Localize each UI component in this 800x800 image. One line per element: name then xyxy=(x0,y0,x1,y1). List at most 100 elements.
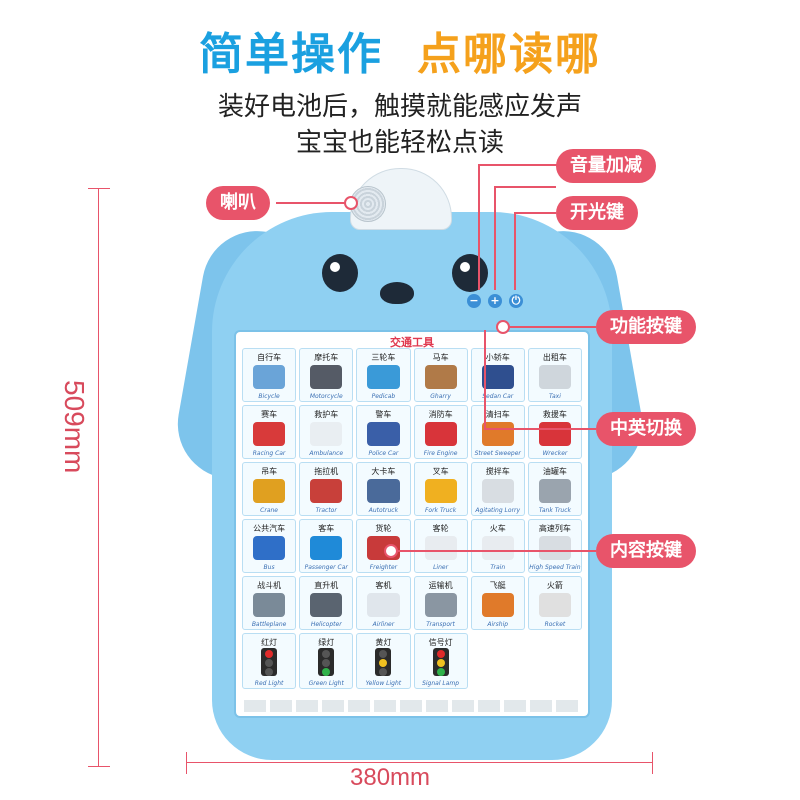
dot-function xyxy=(496,320,510,334)
vehicle-name-cn: 清扫车 xyxy=(485,410,510,419)
vehicle-name-en: Street Sweeper xyxy=(474,450,521,457)
vehicle-picture xyxy=(310,479,343,503)
vehicle-name-en: Bus xyxy=(263,564,275,571)
vehicle-picture xyxy=(538,479,571,503)
vehicle-picture xyxy=(424,422,457,446)
vehicle-picture xyxy=(424,536,457,560)
width-dimension-tick-right xyxy=(652,752,653,774)
vehicle-card[interactable]: 战斗机 Battleplane xyxy=(242,576,297,630)
vehicle-name-en: Rocket xyxy=(544,621,566,628)
vehicle-picture xyxy=(310,422,343,446)
vehicle-name-en: Pedicab xyxy=(371,393,396,400)
leader-function xyxy=(502,326,596,328)
vehicle-name-cn: 公共汽车 xyxy=(253,524,286,533)
volume-down-button[interactable]: − xyxy=(467,294,481,308)
vehicle-name-en: Sedan Car xyxy=(482,393,514,400)
poster-title: 交通工具 xyxy=(390,336,434,349)
vehicle-picture xyxy=(367,365,400,389)
vehicle-picture xyxy=(253,422,286,446)
vehicle-name-cn: 搅拌车 xyxy=(485,467,510,476)
vehicle-name-cn: 吊车 xyxy=(261,467,278,476)
callout-volume: 音量加减 xyxy=(556,149,656,183)
vehicle-picture xyxy=(367,422,400,446)
vehicle-card[interactable]: 高速列车 High Speed Train xyxy=(527,519,582,573)
vehicle-card[interactable]: 救援车 Wrecker xyxy=(527,405,582,459)
vehicle-name-cn: 客机 xyxy=(375,581,392,590)
leader-volume-v1 xyxy=(478,164,480,290)
vehicle-picture xyxy=(481,536,514,560)
leader-language-h xyxy=(484,428,596,430)
traffic-light-name-en: Signal Lamp xyxy=(422,680,460,687)
vehicle-name-en: Liner xyxy=(433,564,449,571)
volume-up-button[interactable]: + xyxy=(488,294,502,308)
vehicle-picture xyxy=(367,479,400,503)
callout-power: 开光键 xyxy=(556,196,638,230)
leader-speaker xyxy=(276,202,348,204)
vehicle-picture xyxy=(538,593,571,617)
traffic-light-name-cn: 绿灯 xyxy=(318,638,335,647)
vehicle-name-cn: 战斗机 xyxy=(257,581,282,590)
vehicle-name-cn: 大卡车 xyxy=(371,467,396,476)
vehicle-picture xyxy=(253,479,286,503)
vehicle-name-en: Battleplane xyxy=(251,621,287,628)
vehicle-name-cn: 高速列车 xyxy=(538,524,571,533)
vehicle-name-en: Fork Truck xyxy=(424,507,457,514)
vehicle-name-cn: 火车 xyxy=(489,524,506,533)
leader-volume-v2 xyxy=(494,186,496,290)
vehicle-name-en: Wrecker xyxy=(542,450,568,457)
traffic-light-icon xyxy=(432,648,449,676)
dot-content xyxy=(384,544,398,558)
power-button[interactable]: ⏻ xyxy=(509,294,523,308)
vehicle-picture xyxy=(310,365,343,389)
vehicle-name-en: Autotruck xyxy=(368,507,399,514)
vehicle-picture xyxy=(481,365,514,389)
vehicle-name-cn: 火箭 xyxy=(546,581,563,590)
vehicle-card[interactable]: 公共汽车 Bus xyxy=(242,519,297,573)
vehicle-name-cn: 救援车 xyxy=(542,410,567,419)
headline-part2: 点哪读哪 xyxy=(417,29,601,80)
traffic-light-icon xyxy=(318,648,335,676)
vehicle-name-cn: 直升机 xyxy=(314,581,339,590)
vehicle-name-cn: 自行车 xyxy=(257,353,282,362)
vehicle-card[interactable]: 大卡车 Autotruck xyxy=(356,462,411,516)
vehicle-name-en: High Speed Train xyxy=(529,564,581,571)
callout-speaker: 喇叭 xyxy=(206,186,270,220)
subtitle-line2: 宝宝也能轻松点读 xyxy=(295,128,504,158)
vehicle-name-cn: 马车 xyxy=(432,353,449,362)
vehicle-picture xyxy=(481,593,514,617)
vehicle-card[interactable]: 火箭 Rocket xyxy=(527,576,582,630)
vehicle-card[interactable]: 清扫车 Street Sweeper xyxy=(470,405,525,459)
vehicle-picture xyxy=(481,422,514,446)
vehicle-name-en: Transport xyxy=(426,621,455,628)
vehicle-picture xyxy=(253,536,286,560)
width-dimension-tick-left xyxy=(186,752,187,774)
